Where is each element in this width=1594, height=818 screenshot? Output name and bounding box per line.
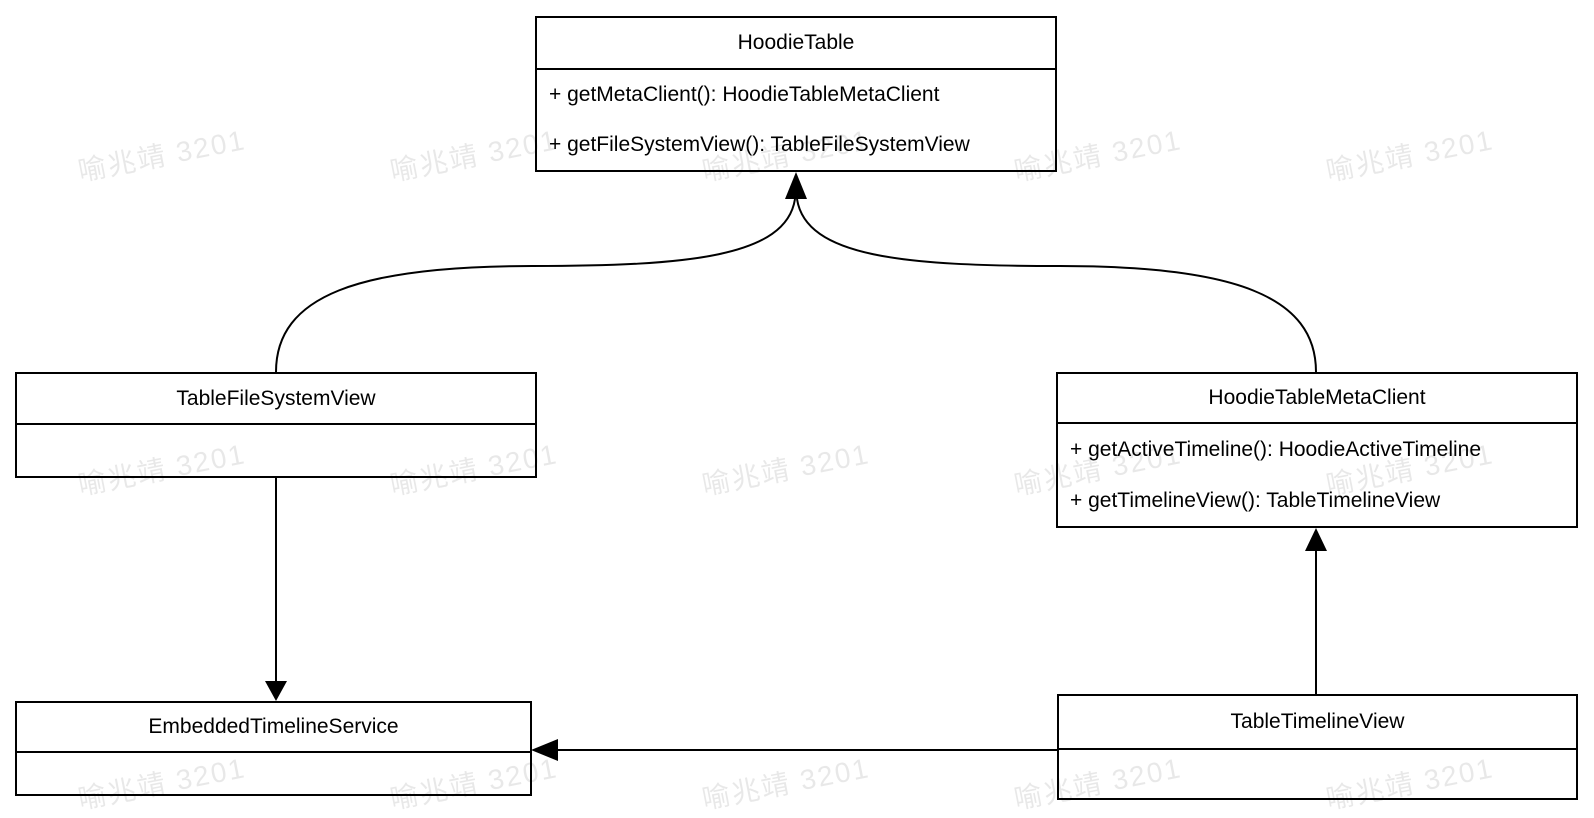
class-title: EmbeddedTimelineService bbox=[17, 703, 530, 753]
arrowhead-up-into-hoodietablemetaclient bbox=[1305, 528, 1327, 551]
arrow-tablefilesystemview-to-hoodietable bbox=[275, 198, 796, 373]
arrowhead-up-into-hoodietable bbox=[785, 172, 807, 199]
class-title: HoodieTableMetaClient bbox=[1058, 374, 1576, 424]
class-box-tabletimelineview: TableTimelineView bbox=[1057, 694, 1578, 800]
class-title: TableFileSystemView bbox=[17, 374, 535, 425]
method-item: + getFileSystemView(): TableFileSystemVi… bbox=[549, 133, 970, 156]
method-item: + getTimelineView(): TableTimelineView bbox=[1070, 488, 1441, 512]
method-item: + getActiveTimeline(): HoodieActiveTimel… bbox=[1070, 437, 1482, 461]
class-box-hoodietablemetaclient: HoodieTableMetaClient + getActiveTimelin… bbox=[1056, 372, 1578, 528]
arrowhead-left-into-embeddedtimelineservice bbox=[531, 739, 558, 761]
class-box-hoodietable: HoodieTable + getMetaClient(): HoodieTab… bbox=[535, 16, 1057, 172]
class-title: HoodieTable bbox=[537, 18, 1055, 70]
arrowhead-down-into-embeddedtimelineservice bbox=[265, 681, 287, 701]
class-box-embeddedtimelineservice: EmbeddedTimelineService bbox=[15, 701, 532, 796]
arrow-hoodietablemetaclient-to-hoodietable bbox=[796, 198, 1317, 373]
methods-compartment: + getActiveTimeline(): HoodieActiveTimel… bbox=[1058, 424, 1576, 526]
methods-compartment: + getMetaClient(): HoodieTableMetaClient… bbox=[537, 70, 1055, 170]
class-title: TableTimelineView bbox=[1059, 696, 1576, 750]
method-item: + getMetaClient(): HoodieTableMetaClient bbox=[549, 83, 940, 106]
